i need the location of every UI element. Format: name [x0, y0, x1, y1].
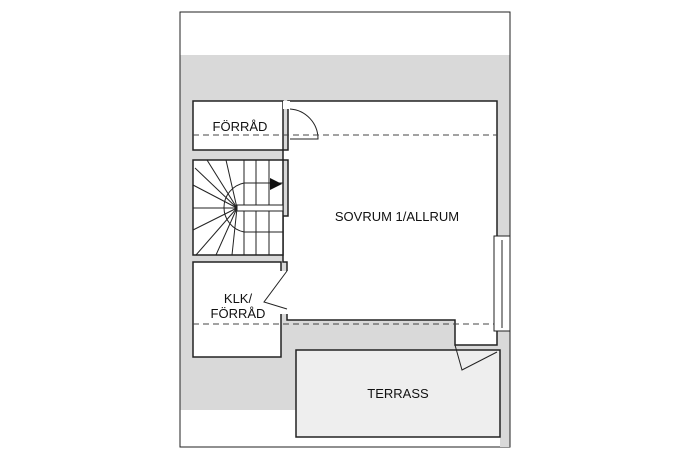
room-bedroom [282, 100, 498, 346]
door-swing-storage [289, 108, 319, 140]
staircase [192, 159, 284, 256]
room-closet [192, 261, 282, 358]
door-swing-closet [263, 270, 288, 310]
label-closet-1: KLK/ [224, 291, 253, 306]
stair-direction-arrow-icon [270, 178, 282, 190]
label-bedroom: SOVRUM 1/ALLRUM [335, 209, 459, 224]
door-opening-closet [279, 271, 289, 314]
door-opening-top [283, 101, 290, 109]
label-closet-2: FÖRRÅD [211, 306, 266, 321]
label-storage-top: FÖRRÅD [213, 119, 268, 134]
room-storage-top [192, 100, 284, 151]
door-swing-terrace [454, 344, 498, 371]
label-terrace: TERRASS [367, 386, 429, 401]
room-terrace [295, 349, 501, 438]
